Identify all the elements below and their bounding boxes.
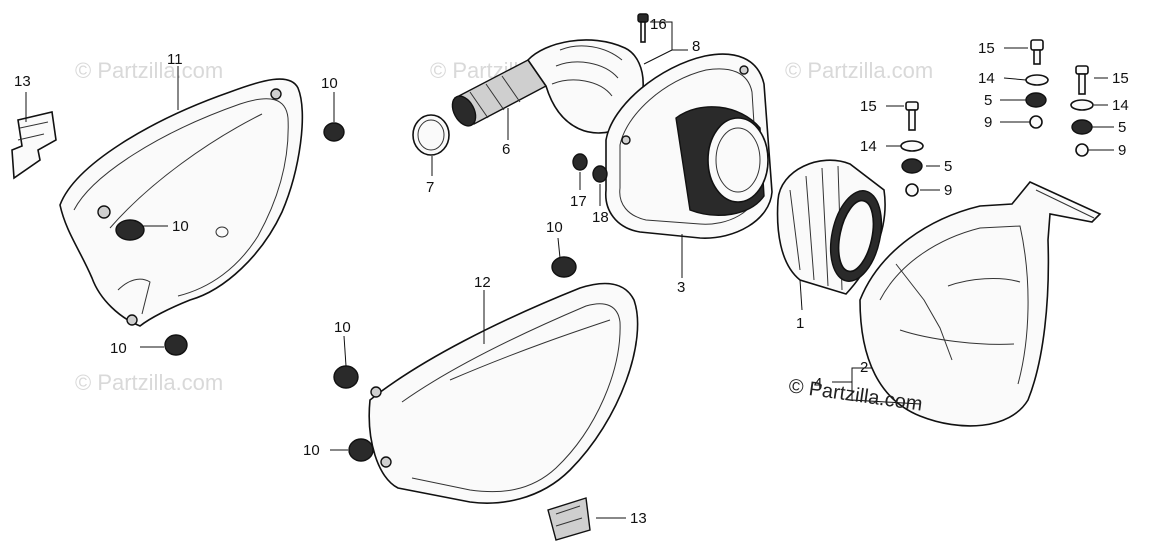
callout-labels: 13 11 10 10 10 7 6 16 8 17 18 3 10 12 10… — [14, 16, 1129, 527]
part-screw-16 — [637, 13, 649, 43]
callout-14: 14 — [978, 70, 995, 87]
callout-10: 10 — [334, 319, 351, 336]
callout-6: 6 — [502, 141, 510, 158]
callout-18: 18 — [592, 209, 609, 226]
plate-detail — [555, 505, 583, 527]
callout-16: 16 — [650, 16, 667, 33]
callout-4: 4 — [814, 375, 822, 392]
watermark-text: © Partzilla.com — [75, 370, 223, 395]
callout-1: 1 — [796, 315, 804, 332]
part-filter-element — [776, 159, 886, 295]
part-left-side-cover — [59, 78, 304, 327]
part-nut-18 — [592, 165, 608, 183]
part-grommet-lower-left — [333, 365, 359, 389]
callout-10: 10 — [303, 442, 320, 459]
callout-5: 5 — [1118, 119, 1126, 136]
part-label-plate-top — [11, 111, 57, 180]
callout-7: 7 — [426, 179, 434, 196]
part-o-ring — [412, 114, 450, 156]
part-air-cleaner-case — [605, 53, 773, 239]
watermark-text: © Partzilla.com — [75, 58, 223, 83]
part-hardware-stack-right — [1070, 65, 1094, 157]
part-nut-17 — [572, 153, 588, 171]
part-label-plate-bottom — [547, 497, 591, 541]
callout-10: 10 — [546, 219, 563, 236]
part-intake-tube — [451, 39, 644, 134]
callout-10: 10 — [110, 340, 127, 357]
callout-15: 15 — [860, 98, 877, 115]
callout-13: 13 — [630, 510, 647, 527]
part-grommet-left-bottom — [164, 334, 188, 356]
callout-9: 9 — [944, 182, 952, 199]
o-ring-inner — [417, 119, 445, 151]
callout-11: 11 — [167, 51, 183, 68]
part-right-side-cover — [368, 282, 639, 504]
leader-lines — [25, 21, 1114, 519]
callout-14: 14 — [860, 138, 877, 155]
watermark-text: © Partzilla.com — [785, 58, 933, 83]
part-grommet-center — [551, 256, 577, 278]
callout-10: 10 — [321, 75, 338, 92]
callout-17: 17 — [570, 193, 587, 210]
callout-10: 10 — [172, 218, 189, 235]
callout-8: 8 — [692, 38, 700, 55]
callout-9: 9 — [984, 114, 992, 131]
part-grommet-bottom — [348, 438, 374, 462]
callout-15: 15 — [1112, 70, 1129, 87]
callout-5: 5 — [984, 92, 992, 109]
part-grommet-top — [323, 122, 345, 142]
callout-9: 9 — [1118, 142, 1126, 159]
callout-14: 14 — [1112, 97, 1129, 114]
callout-5: 5 — [944, 158, 952, 175]
callout-3: 3 — [677, 279, 685, 296]
callout-13: 13 — [14, 73, 31, 90]
callout-12: 12 — [474, 274, 491, 291]
callout-2: 2 — [860, 359, 868, 376]
part-air-box — [859, 181, 1102, 427]
plate-detail — [17, 121, 49, 141]
part-hardware-stack-middle — [900, 101, 924, 197]
callout-15: 15 — [978, 40, 995, 57]
part-hardware-stack-top — [1025, 39, 1049, 129]
